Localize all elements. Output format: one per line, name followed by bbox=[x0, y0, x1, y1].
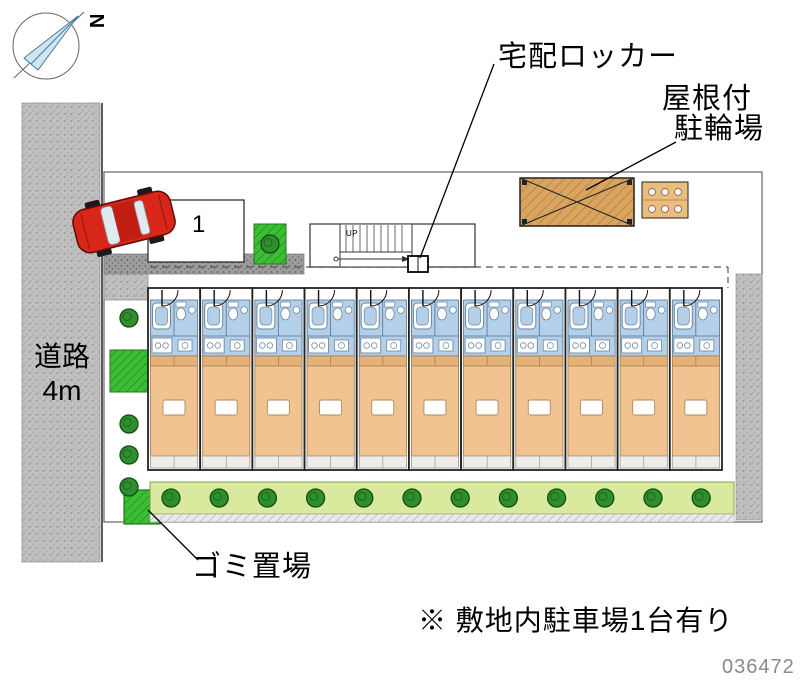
bush-icon bbox=[119, 308, 139, 328]
bicycle-parking-area bbox=[519, 177, 635, 227]
stair-direction-arrow bbox=[333, 256, 410, 262]
apartment-unit bbox=[303, 287, 358, 471]
bush-icon bbox=[257, 488, 278, 508]
apartment-unit bbox=[147, 287, 202, 471]
bush-icon bbox=[119, 445, 139, 465]
bushes-group bbox=[119, 234, 711, 508]
bush-icon bbox=[354, 488, 374, 508]
bush-icon bbox=[402, 488, 422, 508]
road-name-label: 道路 bbox=[33, 341, 90, 372]
apartment-unit bbox=[251, 287, 306, 471]
apartment-unit bbox=[668, 287, 723, 471]
callout-bicycle-line2: 駐輪場 bbox=[674, 113, 765, 145]
bush-icon bbox=[546, 488, 567, 508]
car-icon bbox=[72, 186, 176, 257]
apartment-unit bbox=[512, 287, 567, 471]
apartment-unit bbox=[460, 287, 515, 471]
apartment-unit bbox=[564, 287, 619, 471]
delivery-locker-leader-line bbox=[419, 63, 495, 259]
bench-table bbox=[641, 181, 689, 219]
bush-icon bbox=[498, 488, 519, 508]
callout-garbage: ゴミ置場 bbox=[192, 551, 313, 583]
bush-icon bbox=[209, 488, 229, 508]
compass-label: N bbox=[85, 13, 108, 29]
road-surface bbox=[21, 102, 101, 563]
bush-icon bbox=[161, 488, 181, 508]
apartment-unit bbox=[408, 287, 462, 471]
bush-icon bbox=[305, 488, 326, 508]
callout-delivery-locker: 宅配ロッカー bbox=[498, 41, 679, 73]
bush-icon bbox=[691, 488, 711, 508]
building-units bbox=[147, 287, 723, 471]
north-arrow-icon bbox=[12, 11, 85, 80]
bush-icon bbox=[450, 488, 470, 508]
apartment-unit bbox=[199, 287, 254, 471]
left-garden-box bbox=[109, 349, 149, 393]
apartment-unit bbox=[355, 287, 410, 471]
site-note: ※ 敷地内駐車場1台有り bbox=[418, 605, 734, 636]
bush-icon bbox=[260, 234, 280, 254]
parking-space-number: 1 bbox=[192, 211, 206, 238]
bush-icon bbox=[119, 477, 139, 497]
callout-bicycle-line1: 屋根付 bbox=[662, 83, 753, 115]
stairs-up-label: UP bbox=[346, 229, 359, 238]
fence-hatch bbox=[149, 513, 735, 523]
bush-icon bbox=[119, 414, 139, 434]
bicycle-parking-leader-line bbox=[585, 141, 677, 191]
bush-icon bbox=[595, 488, 615, 508]
hedge-strip bbox=[149, 481, 735, 515]
plan-number: 036472 bbox=[722, 656, 795, 678]
bush-icon bbox=[643, 488, 663, 508]
staircase bbox=[339, 223, 413, 268]
apartment-unit bbox=[616, 287, 671, 471]
entrance-steps bbox=[103, 273, 149, 301]
garbage-leader-line bbox=[147, 509, 199, 561]
road-width-label: 4m bbox=[42, 375, 82, 406]
right-gravel-strip bbox=[735, 273, 763, 521]
